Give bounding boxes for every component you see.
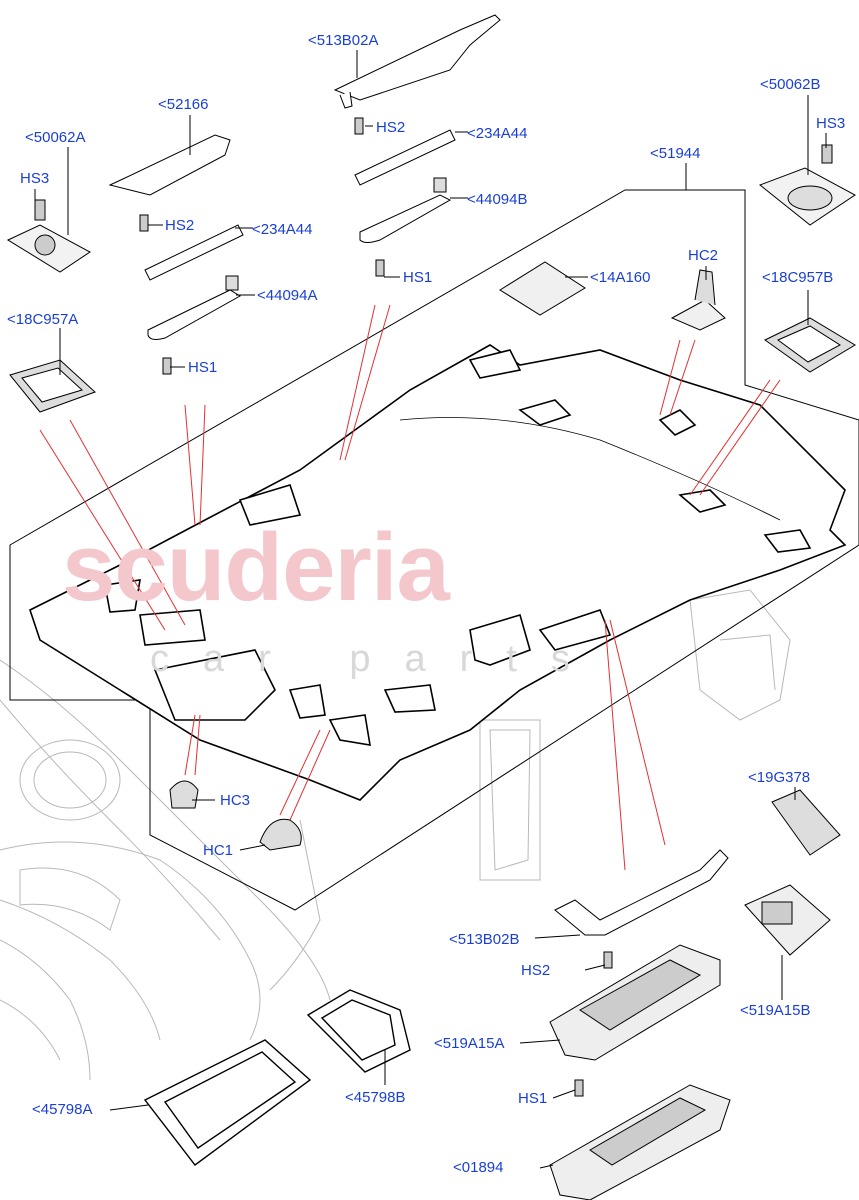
leader-lines <box>39 304 781 871</box>
label-18C957B: <18C957B <box>762 269 834 286</box>
part-44094B <box>359 177 452 243</box>
part-519A15A <box>549 944 721 1061</box>
car-outline <box>0 589 791 1081</box>
label-14A160: <14A160 <box>590 269 651 286</box>
label-18C957A: <18C957A <box>7 311 79 328</box>
label-leaders <box>34 50 827 1169</box>
label-519A15B: <519A15B <box>740 1002 811 1019</box>
label-45798B: <45798B <box>345 1089 406 1106</box>
label-HC3: HC3 <box>220 792 251 809</box>
part-01894 <box>549 1084 731 1200</box>
part-HS-fasteners <box>34 117 833 1097</box>
label-50062A: <50062A <box>25 129 86 146</box>
label-44094A: <44094A <box>257 287 318 304</box>
label-HC2: HC2 <box>688 247 719 264</box>
part-234A44-mid <box>354 129 456 186</box>
part-19G378 <box>771 789 841 856</box>
label-HS1-bottom: HS1 <box>518 1090 548 1107</box>
part-52166 <box>108 134 231 196</box>
label-51944: <51944 <box>650 145 701 162</box>
part-14A160 <box>499 261 586 316</box>
part-513B02B <box>554 849 729 936</box>
label-HS3-right: HS3 <box>816 115 846 132</box>
label-519A15A: <519A15A <box>434 1035 505 1052</box>
part-18C957B <box>764 317 856 373</box>
watermark-brand: scuderia <box>62 514 450 621</box>
label-45798A: <45798A <box>32 1101 93 1118</box>
label-52166: <52166 <box>158 96 209 113</box>
label-HC1: HC1 <box>203 842 234 859</box>
part-50062B <box>759 167 856 226</box>
label-513B02A-top: <513B02A <box>308 32 379 49</box>
label-HS2-mid: HS2 <box>376 119 406 136</box>
part-18C957A <box>9 359 96 413</box>
label-44094B: <44094B <box>467 191 528 208</box>
headliner-inner-edge <box>399 417 781 521</box>
headliner <box>29 344 847 801</box>
label-01894: <01894 <box>453 1159 504 1176</box>
part-HC2 <box>670 269 726 331</box>
label-234A44-left: <234A44 <box>252 221 313 238</box>
label-234A44-mid: <234A44 <box>467 125 528 142</box>
label-50062B: <50062B <box>760 76 821 93</box>
assembly-frame <box>9 189 859 911</box>
part-519A15B <box>744 884 831 956</box>
label-HS3-left: HS3 <box>20 170 50 187</box>
label-HS1-left: HS1 <box>188 359 218 376</box>
part-44094A <box>147 275 241 340</box>
label-513B02B: <513B02B <box>449 931 520 948</box>
label-19G378: <19G378 <box>748 769 811 786</box>
part-513B02A-top <box>333 14 501 109</box>
part-50062A <box>6 224 91 273</box>
label-HS1-mid: HS1 <box>403 269 433 286</box>
part-234A44-left <box>144 224 244 281</box>
watermark-sub: car parts <box>150 638 604 680</box>
part-HC1 <box>259 818 302 851</box>
part-45798A <box>143 1039 312 1166</box>
part-45798B <box>306 989 411 1073</box>
label-HS2-left: HS2 <box>165 217 195 234</box>
part-HC3 <box>169 780 199 809</box>
label-HS2-bottom: HS2 <box>521 962 551 979</box>
